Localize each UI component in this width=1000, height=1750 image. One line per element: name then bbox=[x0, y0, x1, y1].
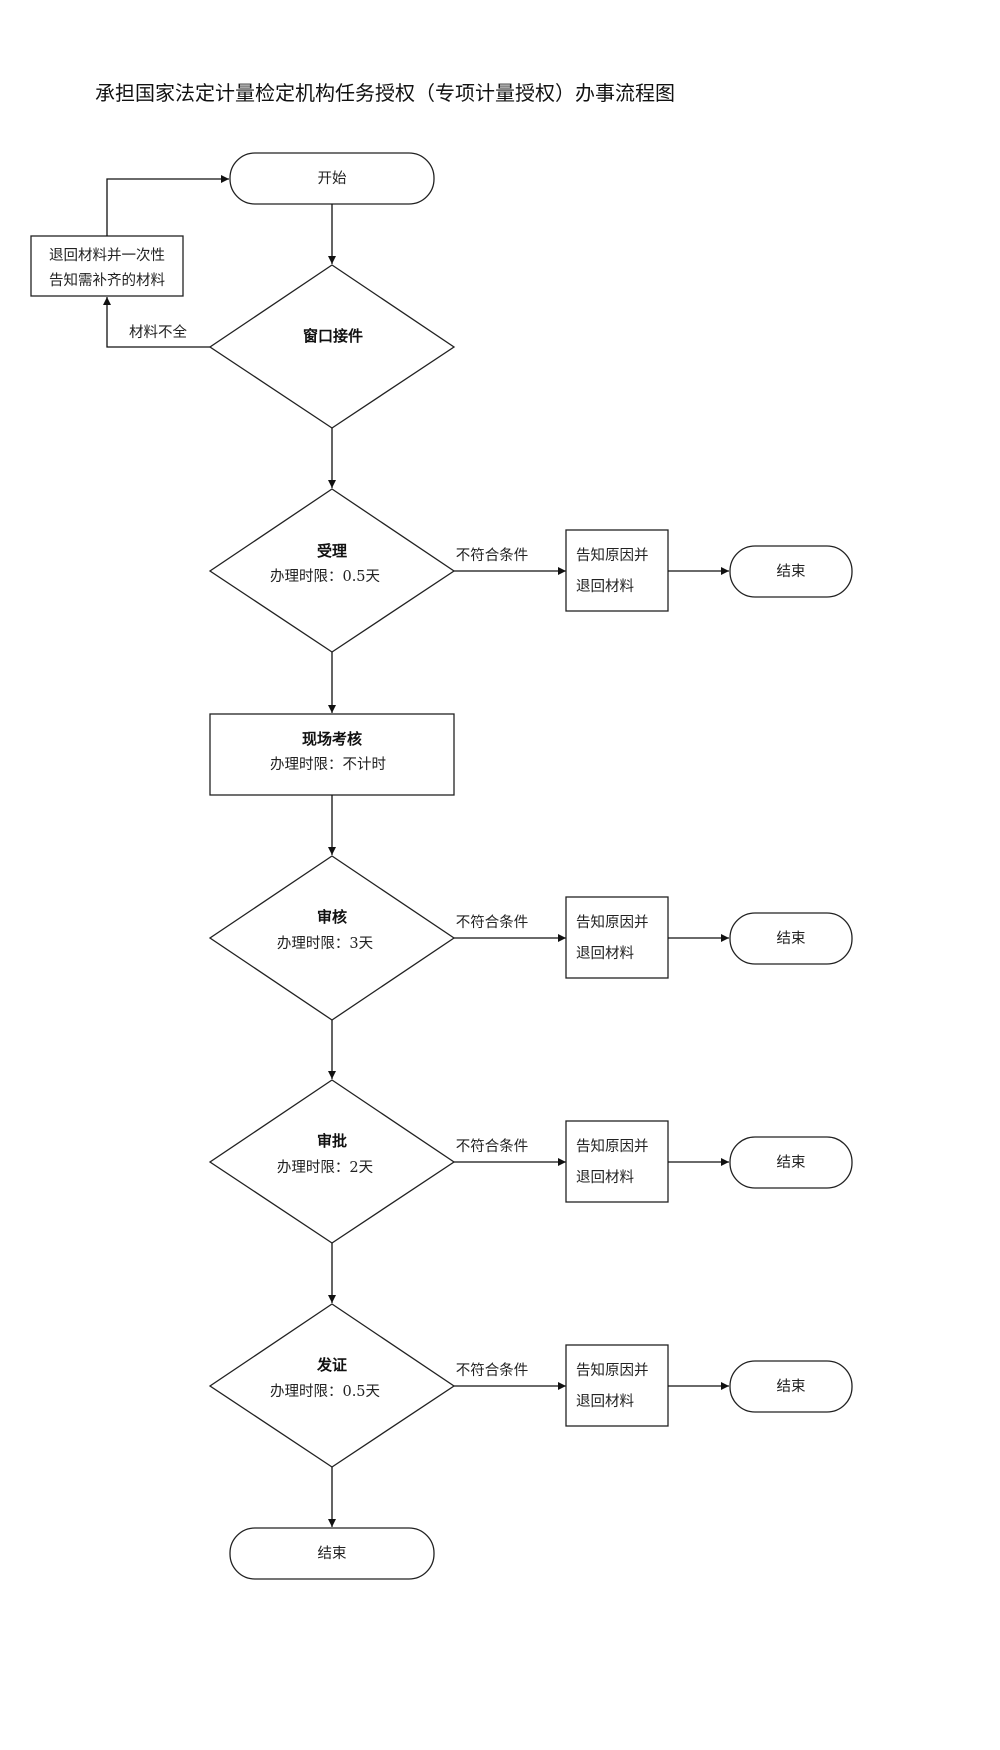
accept-reject-box bbox=[565, 529, 669, 612]
issue-label: 发证 bbox=[316, 1356, 347, 1374]
arrow-return-to-start bbox=[106, 175, 229, 236]
review-end-terminal bbox=[729, 912, 853, 965]
review-reject-label: 不符合条件 bbox=[456, 914, 529, 931]
review-reject-line1: 告知原因并 bbox=[576, 914, 649, 931]
approve-label: 审批 bbox=[317, 1132, 347, 1150]
accept-time-limit: 办理时限：0.5天 bbox=[270, 568, 380, 585]
window-label: 窗口接件 bbox=[303, 327, 363, 345]
review-time-limit: 办理时限：3天 bbox=[277, 935, 373, 952]
issue-end-label: 结束 bbox=[777, 1378, 806, 1395]
accept-reject-label: 不符合条件 bbox=[456, 547, 529, 564]
approve-reject-line2: 退回材料 bbox=[576, 1169, 634, 1186]
accept-reject-line1: 告知原因并 bbox=[576, 547, 649, 564]
issue-end-terminal bbox=[729, 1360, 853, 1413]
inspection-label: 现场考核 bbox=[302, 730, 362, 748]
issue-reject-line2: 退回材料 bbox=[576, 1393, 634, 1410]
start-label: 开始 bbox=[318, 170, 347, 187]
review-end-label: 结束 bbox=[777, 930, 806, 947]
approve-end-label: 结束 bbox=[777, 1154, 806, 1171]
issue-time-limit: 办理时限：0.5天 bbox=[270, 1383, 380, 1400]
arrow-window-to-return bbox=[103, 297, 210, 348]
incomplete-label: 材料不全 bbox=[129, 323, 187, 341]
approve-reject-box bbox=[565, 1120, 669, 1203]
issue-reject-line1: 告知原因并 bbox=[576, 1362, 649, 1379]
review-reject-line2: 退回材料 bbox=[576, 945, 634, 962]
accept-reject-line2: 退回材料 bbox=[576, 578, 634, 595]
approve-reject-line1: 告知原因并 bbox=[576, 1138, 649, 1155]
accept-end-label: 结束 bbox=[777, 563, 806, 580]
return-box-line2: 告知需补齐的材料 bbox=[49, 272, 165, 289]
accept-end-terminal bbox=[729, 545, 853, 598]
issue-reject-box bbox=[565, 1344, 669, 1427]
issue-reject-label: 不符合条件 bbox=[456, 1362, 529, 1379]
inspection-box bbox=[209, 713, 455, 796]
review-label: 审核 bbox=[317, 908, 347, 926]
return-box-line1: 退回材料并一次性 bbox=[49, 247, 165, 264]
final-end-terminal bbox=[229, 1527, 435, 1580]
window-diamond bbox=[208, 264, 456, 429]
page-title: 承担国家法定计量检定机构任务授权（专项计量授权）办事流程图 bbox=[95, 81, 675, 105]
approve-reject-label: 不符合条件 bbox=[456, 1138, 529, 1155]
review-reject-box bbox=[565, 896, 669, 979]
final-end-label: 结束 bbox=[318, 1545, 347, 1562]
return-materials-box bbox=[30, 235, 184, 297]
accept-label: 受理 bbox=[317, 542, 347, 560]
approve-end-terminal bbox=[729, 1136, 853, 1189]
approve-time-limit: 办理时限：2天 bbox=[277, 1159, 373, 1176]
inspection-time-limit: 办理时限：不计时 bbox=[270, 756, 386, 773]
